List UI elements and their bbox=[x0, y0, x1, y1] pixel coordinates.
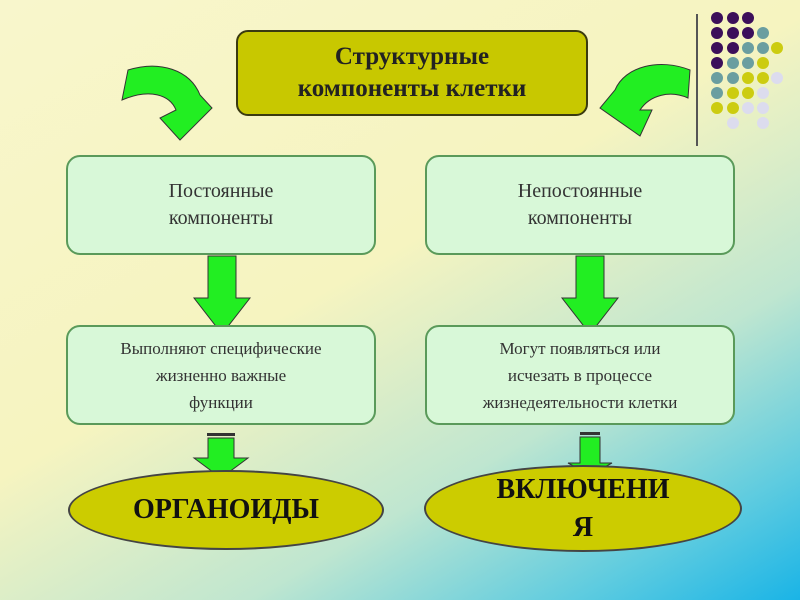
decor-dot bbox=[742, 57, 754, 69]
decor-dot bbox=[757, 27, 769, 39]
decor-dot bbox=[742, 42, 754, 54]
decor-dot bbox=[711, 12, 723, 24]
decor-dot bbox=[727, 72, 739, 84]
down-arrow-icon bbox=[192, 433, 250, 479]
permanent-description-box: Выполняют специфические жизненно важные … bbox=[66, 325, 376, 425]
curved-arrow-left-icon bbox=[121, 65, 213, 141]
decor-dot bbox=[727, 12, 739, 24]
permanent-components-box: Постоянные компоненты bbox=[66, 155, 376, 255]
organoids-ellipse: ОРГАНОИДЫ bbox=[68, 470, 384, 550]
inclusions-ellipse: ВКЛЮЧЕНИ Я bbox=[424, 465, 742, 552]
box-text: компоненты bbox=[527, 207, 633, 229]
decor-dot bbox=[727, 27, 739, 39]
title-line: компоненты клетки bbox=[297, 75, 527, 102]
box-text: жизнедеятельности клетки bbox=[482, 392, 678, 412]
ellipse-text: ОРГАНОИДЫ bbox=[133, 494, 319, 525]
decor-dot bbox=[742, 72, 754, 84]
decor-dot bbox=[711, 72, 723, 84]
decor-dot bbox=[727, 87, 739, 99]
decor-dot bbox=[727, 57, 739, 69]
decor-dot bbox=[727, 102, 739, 114]
decor-dot bbox=[727, 42, 739, 54]
decor-dot bbox=[757, 42, 769, 54]
ellipse-text: Я bbox=[572, 511, 594, 543]
decor-dot bbox=[711, 57, 723, 69]
decor-dot bbox=[771, 42, 783, 54]
decor-dot bbox=[757, 72, 769, 84]
decor-dot bbox=[742, 102, 754, 114]
decor-dot bbox=[711, 102, 723, 114]
decor-dot bbox=[757, 102, 769, 114]
decor-dot bbox=[742, 12, 754, 24]
title-line: Структурные bbox=[334, 43, 490, 70]
nonpermanent-components-box: Непостоянные компоненты bbox=[425, 155, 735, 255]
box-text: Постоянные bbox=[168, 180, 274, 202]
curved-arrow-right-icon bbox=[599, 63, 691, 137]
down-arrow-icon bbox=[560, 250, 620, 335]
box-text: Непостоянные bbox=[517, 180, 643, 202]
decor-dot bbox=[711, 42, 723, 54]
decor-dot bbox=[757, 57, 769, 69]
decor-dot bbox=[742, 87, 754, 99]
decor-dot bbox=[711, 87, 723, 99]
decor-dot bbox=[757, 117, 769, 129]
decor-dot bbox=[711, 27, 723, 39]
decor-dot bbox=[727, 117, 739, 129]
box-text: компоненты bbox=[168, 207, 274, 229]
box-text: исчезать в процессе bbox=[507, 365, 653, 385]
decor-dot bbox=[771, 72, 783, 84]
box-text: функции bbox=[189, 392, 253, 412]
decor-dot bbox=[757, 87, 769, 99]
decor-dot bbox=[742, 27, 754, 39]
nonpermanent-description-box: Могут появляться или исчезать в процессе… bbox=[425, 325, 735, 425]
title-box: Структурные компоненты клетки bbox=[236, 30, 588, 116]
box-text: Выполняют специфические bbox=[120, 338, 322, 358]
down-arrow-icon bbox=[192, 250, 252, 335]
ellipse-text: ВКЛЮЧЕНИ bbox=[496, 473, 670, 505]
box-text: Могут появляться или bbox=[499, 338, 661, 358]
box-text: жизненно важные bbox=[155, 365, 287, 385]
